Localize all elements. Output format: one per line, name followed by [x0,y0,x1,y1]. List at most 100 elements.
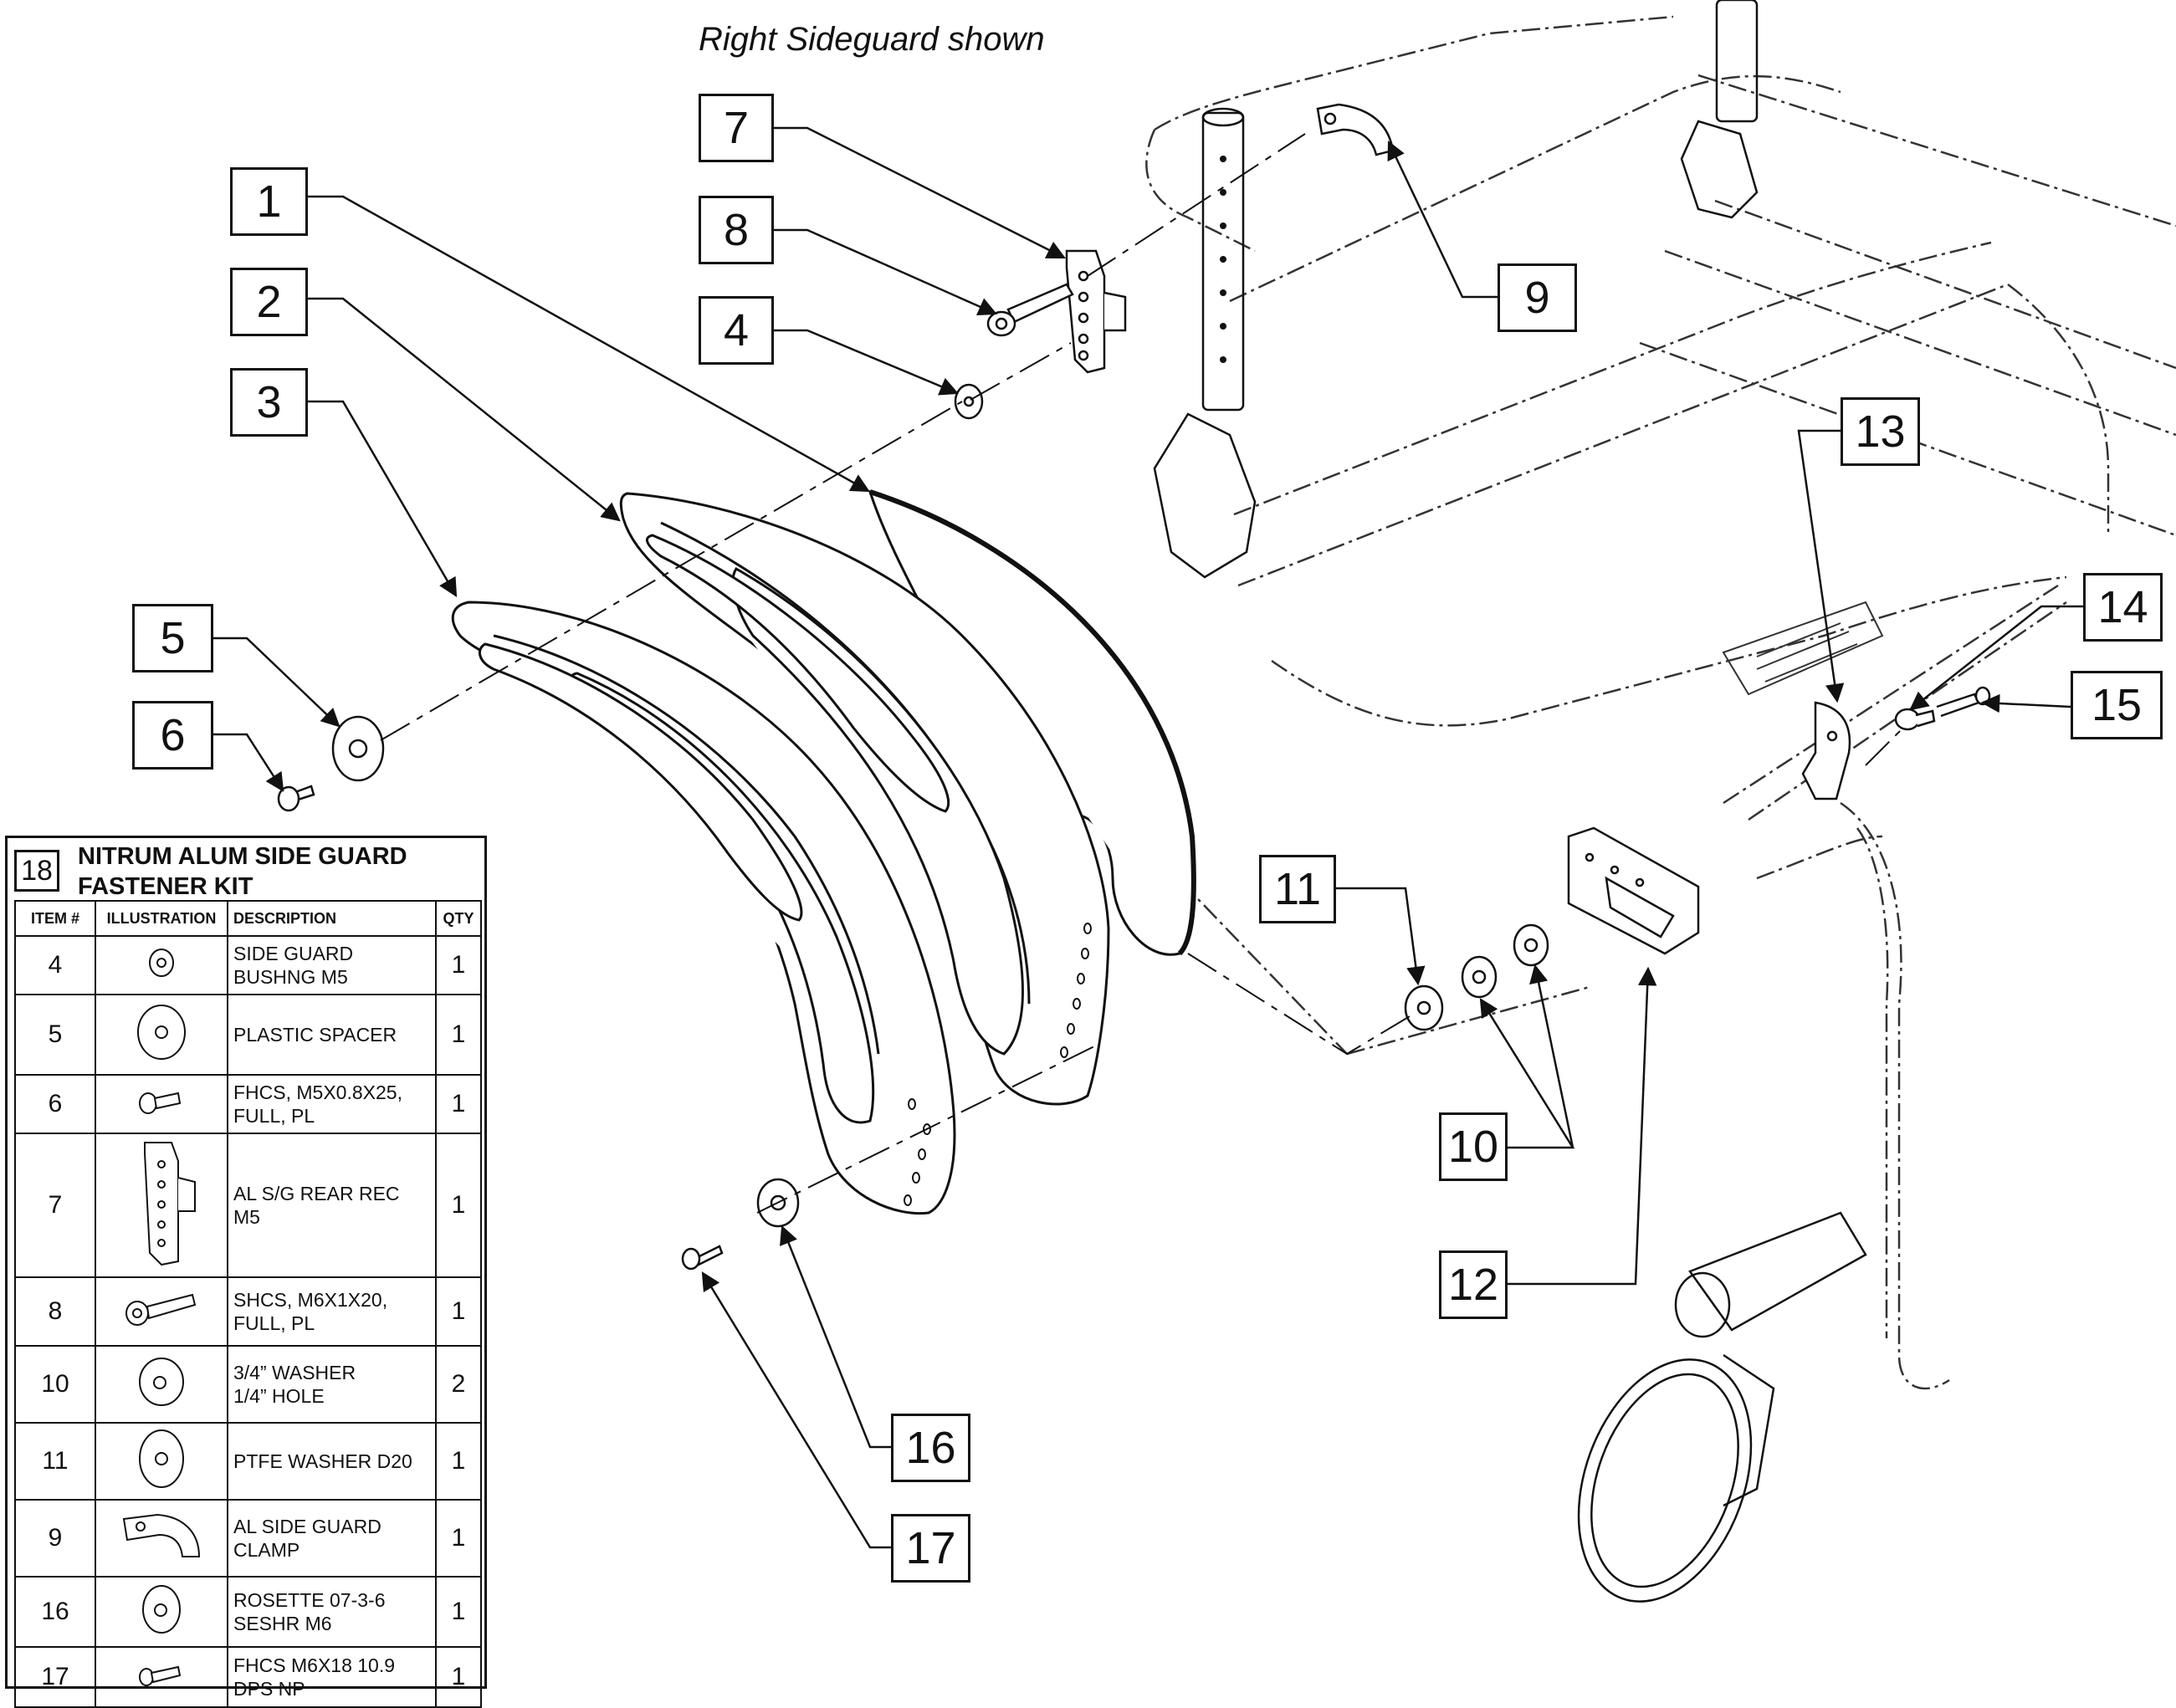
description-line-1: AL SIDE GUARD [233,1516,381,1537]
row-item: 5 [14,994,96,1076]
row-item: 8 [14,1276,96,1347]
row-item: 16 [14,1576,96,1648]
callout-11: 11 [1259,855,1336,923]
kit-number-box: 18 [14,850,59,892]
callout-5: 5 [132,604,213,672]
row-qty: 1 [435,1646,482,1708]
side-guard-panel-3 [451,601,956,1215]
front-receiver-part [1567,826,1700,955]
table-row: 5 PLASTIC SPACER 1 [14,994,482,1076]
diagram-caption: Right Sideguard shown [699,21,1045,58]
description-line-1: 3/4” WASHER [233,1362,356,1383]
callout-3: 3 [230,368,308,437]
row-qty: 1 [435,1576,482,1648]
description-line-1: FHCS M6X18 10.9 [233,1654,396,1676]
description-line-2: CLAMP [233,1539,300,1561]
callout-4: 4 [699,296,774,365]
row-item: 6 [14,1074,96,1134]
callout-6: 6 [132,701,213,770]
row-description: SHCS, M6X1X20,FULL, PL [227,1276,437,1347]
description-line-1: PLASTIC SPACER [233,1024,397,1046]
leader-lines [213,126,2083,1549]
clamp-part [1316,103,1395,156]
small-bushing-part [1894,686,1991,731]
frame-posts [1153,0,1759,579]
screw-icon [95,1646,228,1708]
header-qty: QTY [435,900,482,937]
ptfe-washer-icon [95,1422,228,1501]
callout-17: 17 [891,1514,970,1583]
row-item: 9 [14,1499,96,1578]
description-line-2: 1/4” HOLE [233,1385,325,1407]
row-item: 4 [14,935,96,995]
row-qty: 1 [435,1276,482,1347]
row-description: PLASTIC SPACER [227,994,437,1076]
description-line-2: BUSHNG M5 [233,966,348,988]
callout-10: 10 [1439,1112,1508,1181]
description-line-2: M5 [233,1206,260,1228]
row-item: 10 [14,1345,96,1424]
assembly-center-lines [380,133,1904,1214]
table-row: 6 FHCS, M5X0.8X25,FULL, PL 1 [14,1074,482,1134]
callout-14: 14 [2083,573,2163,642]
callout-1: 1 [230,167,308,236]
bushing-icon [95,935,228,995]
row-item: 11 [14,1422,96,1501]
row-qty: 1 [435,1074,482,1134]
row-description: FHCS, M5X0.8X25,FULL, PL [227,1074,437,1134]
washers-part [1404,923,1549,1031]
washer-icon [95,1345,228,1424]
description-line-2: DPS NP [233,1678,305,1700]
clamp-front-part [1801,701,1851,800]
fastener-kit-table-panel: 18 NITRUM ALUM SIDE GUARD FASTENER KIT I… [5,836,487,1708]
description-line-1: FHCS, M5X0.8X25, [233,1082,402,1103]
row-item: 17 [14,1646,96,1708]
rosette-icon [95,1576,228,1648]
panel-holes [904,923,1092,1206]
kit-title-line-1: NITRUM ALUM SIDE GUARD [78,843,407,870]
post-holes [1220,156,1226,363]
row-description: PTFE WASHER D20 [227,1422,437,1501]
row-qty: 1 [435,1499,482,1578]
row-qty: 1 [435,1133,482,1278]
description-line-1: ROSETTE 07-3-6 [233,1589,386,1611]
description-line-2: SESHR M6 [233,1613,332,1634]
footrest-roller [1722,601,1884,696]
description-line-1: PTFE WASHER D20 [233,1450,412,1472]
wheelchair-frame [1137,15,2176,1390]
screw-icon [95,1074,228,1134]
header-description: DESCRIPTION [227,900,437,937]
callout-16: 16 [891,1414,970,1482]
rear-receiver-part [1065,249,1127,374]
callout-9: 9 [1498,263,1577,332]
row-qty: 1 [435,994,482,1076]
parts-table: ITEM # ILLUSTRATION DESCRIPTION QTY 4 SI… [14,900,482,1708]
bushing-part [954,383,984,420]
spacer-part [277,715,385,812]
row-qty: 1 [435,1422,482,1501]
table-row: 11 PTFE WASHER D20 1 [14,1422,482,1501]
callout-2: 2 [230,268,308,336]
description-line-2: FULL, PL [233,1105,315,1127]
callout-15: 15 [2071,671,2163,739]
description-line-1: SHCS, M6X1X20, [233,1289,388,1311]
side-guard-panel-2 [619,492,1110,1106]
table-row: 8 SHCS, M6X1X20,FULL, PL 1 [14,1276,482,1347]
description-line-2: FULL, PL [233,1312,315,1334]
spacer-icon [95,994,228,1076]
callout-13: 13 [1841,397,1920,466]
description-line-1: SIDE GUARD [233,943,354,964]
